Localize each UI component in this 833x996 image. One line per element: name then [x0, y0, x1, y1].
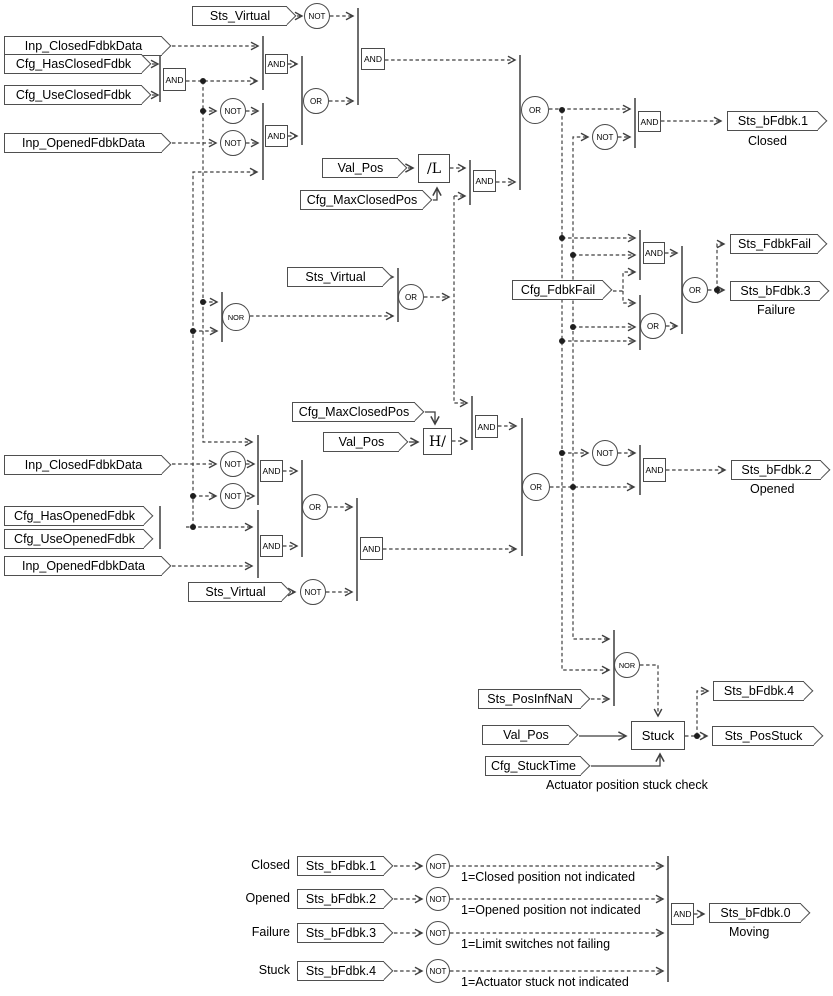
- tag-sts-bfdbk1-in: Sts_bFdbk.1: [297, 856, 384, 876]
- nor-gate-stuck: NOR: [614, 652, 640, 678]
- label-moving-output: Moving: [729, 925, 770, 939]
- tag-cfg-useopenedfdbk: Cfg_UseOpenedFdbk: [4, 529, 144, 549]
- tag-cfg-useclosedfdbk: Cfg_UseClosedFdbk: [4, 85, 142, 105]
- and-gate-closed-out: AND: [638, 111, 661, 132]
- not-gate-virtual-bottom: NOT: [300, 579, 326, 605]
- label-row-opened: Opened: [245, 891, 290, 905]
- or-gate-failure-final: OR: [682, 277, 708, 303]
- note-switches-not-failing: 1=Limit switches not failing: [461, 937, 611, 951]
- label-row-failure: Failure: [251, 925, 290, 939]
- tag-cfg-fdbkfail: Cfg_FdbkFail: [512, 280, 603, 300]
- or-gate-virtual: OR: [398, 284, 424, 310]
- label-row-stuck: Stuck: [258, 963, 290, 977]
- not-gate-openeddata-top: NOT: [220, 130, 246, 156]
- tag-sts-posinfnan: Sts_PosInfNaN: [478, 689, 581, 709]
- not-gate-closeddata-bottom: NOT: [220, 451, 246, 477]
- or-gate-closed-main: OR: [521, 96, 549, 124]
- or-gate-failure: OR: [640, 313, 666, 339]
- tag-inp-openedfdbkdata-2: Inp_OpenedFdbkData: [4, 556, 162, 576]
- tag-inp-openedfdbkdata-1: Inp_OpenedFdbkData: [4, 133, 162, 153]
- label-opened-output: Opened: [750, 482, 795, 496]
- and-gate-opened-bottom: AND: [360, 537, 383, 560]
- not-gate-row2: NOT: [426, 887, 450, 911]
- not-gate-openedcfg: NOT: [220, 483, 246, 509]
- and-gate-closed-cfg: AND: [163, 68, 186, 91]
- nor-gate-cfg: NOR: [222, 303, 250, 331]
- tag-cfg-hasclosedfdbk: Cfg_HasClosedFdbk: [4, 54, 142, 74]
- and-gate-closed-alt: AND: [265, 125, 288, 147]
- limit-low-block: /L: [418, 154, 450, 183]
- tag-sts-virtual-1: Sts_Virtual: [192, 6, 287, 26]
- caption-stuck-check: Actuator position stuck check: [546, 778, 708, 792]
- note-stuck-not-indicated: 1=Actuator stuck not indicated: [461, 975, 629, 989]
- tag-sts-virtual-3: Sts_Virtual: [188, 582, 282, 602]
- not-gate-closedcfg: NOT: [220, 98, 246, 124]
- tag-sts-bfdbk2-in: Sts_bFdbk.2: [297, 889, 384, 909]
- or-gate-closed-mix: OR: [303, 88, 329, 114]
- tag-sts-bfdbk2-out: Sts_bFdbk.2: [731, 460, 821, 480]
- and-gate-opened-pos: AND: [475, 415, 498, 438]
- tag-sts-fdbkfail: Sts_FdbkFail: [730, 234, 818, 254]
- not-gate-row1: NOT: [426, 854, 450, 878]
- and-gate-closed-pos: AND: [473, 170, 496, 192]
- and-gate-closed-data: AND: [265, 54, 288, 74]
- note-closed-not-indicated: 1=Closed position not indicated: [461, 870, 636, 884]
- not-gate-row3: NOT: [426, 921, 450, 945]
- and-gate-opened-data: AND: [260, 535, 283, 557]
- tag-cfg-stucktime: Cfg_StuckTime: [485, 756, 581, 776]
- tag-val-pos-2: Val_Pos: [323, 432, 399, 452]
- tag-sts-virtual-2: Sts_Virtual: [287, 267, 383, 287]
- label-row-closed: Closed: [251, 858, 290, 872]
- tag-sts-posstuck: Sts_PosStuck: [712, 726, 814, 746]
- and-gate-closed-top: AND: [361, 48, 385, 70]
- tag-sts-bfdbk3-in: Sts_bFdbk.3: [297, 923, 384, 943]
- note-opened-not-indicated: 1=Opened position not indicated: [461, 903, 641, 917]
- not-gate-opened-out: NOT: [592, 440, 618, 466]
- tag-inp-closedfdbkdata-2: Inp_ClosedFdbkData: [4, 455, 162, 475]
- or-gate-opened-mix: OR: [302, 494, 328, 520]
- and-gate-opened-out: AND: [643, 458, 666, 482]
- not-gate-virtual-top: NOT: [304, 3, 330, 29]
- tag-sts-bfdbk4-out: Sts_bFdbk.4: [713, 681, 804, 701]
- stuck-block: Stuck: [631, 721, 685, 750]
- tag-val-pos-1: Val_Pos: [322, 158, 398, 178]
- tag-cfg-hasopenedfdbk: Cfg_HasOpenedFdbk: [4, 506, 144, 526]
- and-gate-moving: AND: [671, 903, 694, 925]
- tag-cfg-maxclosedpos-1: Cfg_MaxClosedPos: [300, 190, 423, 210]
- label-failure-output: Failure: [757, 303, 796, 317]
- not-gate-row4: NOT: [426, 959, 450, 983]
- tag-sts-bfdbk0-out: Sts_bFdbk.0: [709, 903, 801, 923]
- tag-sts-bfdbk1-out: Sts_bFdbk.1: [727, 111, 818, 131]
- tag-cfg-maxclosedpos-2: Cfg_MaxClosedPos: [292, 402, 415, 422]
- and-gate-opened-alt: AND: [260, 460, 283, 482]
- or-gate-opened-main: OR: [522, 473, 550, 501]
- and-gate-failure: AND: [643, 242, 665, 264]
- tag-inp-closedfdbkdata-1: Inp_ClosedFdbkData: [4, 36, 162, 56]
- not-gate-closed-out: NOT: [592, 124, 618, 150]
- tag-sts-bfdbk3-out: Sts_bFdbk.3: [730, 281, 820, 301]
- tag-val-pos-3: Val_Pos: [482, 725, 569, 745]
- tag-sts-bfdbk4-in: Sts_bFdbk.4: [297, 961, 384, 981]
- label-closed-output: Closed: [748, 134, 787, 148]
- limit-high-block: H/: [423, 428, 452, 455]
